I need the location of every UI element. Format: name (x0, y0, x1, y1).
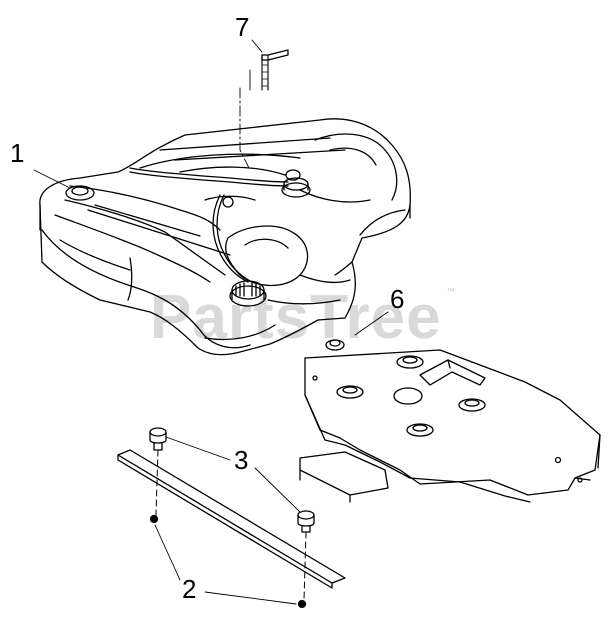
assembly-lines (155, 449, 307, 601)
tank-strap (117, 449, 346, 589)
leader-lines (33, 39, 389, 605)
bolt-left (149, 427, 167, 451)
nut-left (149, 514, 159, 524)
fuel-tank (39, 118, 411, 356)
callout-3: 3 (234, 445, 249, 475)
fuel-hose (261, 49, 289, 91)
nut-right (297, 599, 307, 609)
watermark-logo: PartsTree (150, 283, 442, 352)
bolt-right (297, 510, 315, 533)
callout-2: 2 (182, 574, 197, 604)
callout-6: 6 (390, 284, 405, 314)
watermark-trademark: ™ (446, 286, 455, 296)
callout-7: 7 (235, 12, 250, 42)
mounting-plate (299, 339, 601, 503)
callout-1: 1 (10, 138, 25, 168)
